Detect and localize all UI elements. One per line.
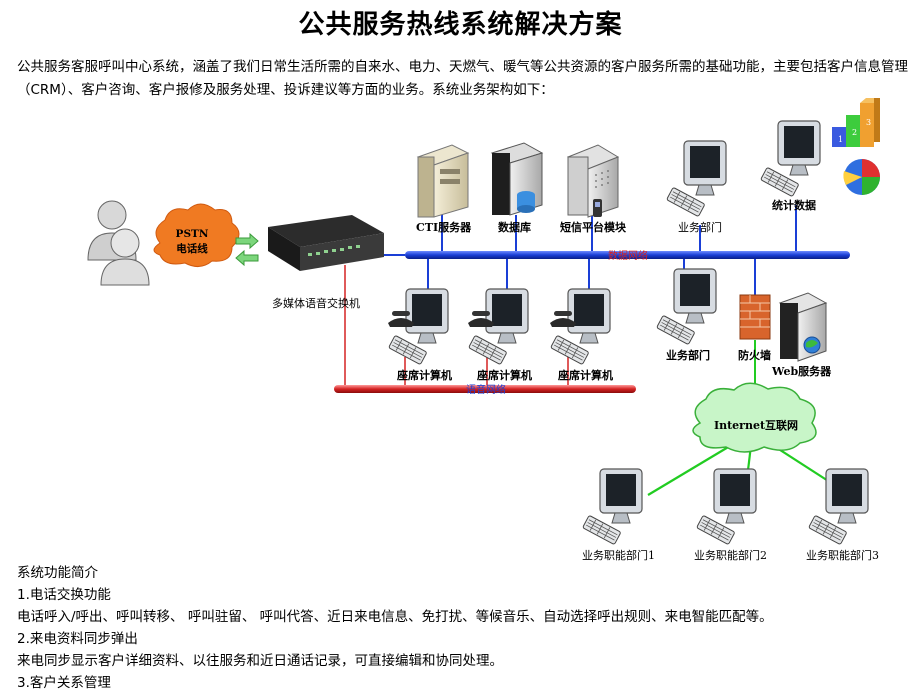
intro-paragraph: 公共服务客服呼叫中心系统，涵盖了我们日常生活所需的自来水、电力、天燃气、暖气等公…: [17, 59, 908, 98]
section-2-title: 2.来电资料同步弹出: [17, 631, 138, 647]
pstn-subtitle: 电话线: [176, 242, 208, 255]
architecture-diagram: 数据网络 语音网络: [0, 95, 921, 565]
section-1-text: 电话呼入/呼出、呼叫转移、 呼叫驻留、 呼叫代答、近日来电信息、免打扰、等候音乐…: [17, 609, 773, 625]
stats-pc-icon: [760, 120, 821, 198]
voice-switch-icon: [268, 215, 384, 271]
diagram-canvas: 数据网络 语音网络: [87, 98, 880, 546]
database-label: 数据库: [498, 221, 531, 234]
feature-sections: 系统功能简介 1.电话交换功能 电话呼入/呼出、呼叫转移、 呼叫驻留、 呼叫代答…: [17, 562, 917, 694]
stats-bar-chart-icon: 1 2 3: [832, 98, 880, 147]
voice-network-links: [344, 265, 569, 385]
cti-label: CTI服务器: [416, 221, 472, 234]
seat-2-label: 座席计算机: [477, 369, 532, 382]
exchange-arrows-icon: [235, 232, 259, 267]
database-server-icon: [490, 142, 544, 216]
web-server-icon: [778, 292, 828, 362]
page-title: 公共服务热线系统解决方案: [298, 10, 623, 40]
switch-label: 多媒体语音交换机: [272, 297, 360, 310]
section-3-title: 3.客户关系管理: [17, 675, 111, 691]
firewall-icon: [739, 294, 771, 340]
branch-3-label: 业务职能部门3: [806, 549, 879, 562]
stats-pie-icon: [843, 159, 880, 195]
sms-label: 短信平台模块: [560, 221, 626, 234]
dept-top-pc-icon: [666, 140, 727, 218]
voice-network-bus: [334, 385, 636, 393]
voice-network-label: 语音网络: [466, 383, 506, 396]
section-1-title: 1.电话交换功能: [17, 587, 111, 603]
dept-mid-pc-icon: [656, 268, 717, 346]
sms-server-icon: [566, 144, 620, 218]
branch-1-label: 业务职能部门1: [582, 549, 655, 562]
pstn-cloud: PSTN 电话线: [153, 203, 240, 267]
customers-icon: [87, 200, 150, 286]
firewall-label: 防火墙: [738, 349, 771, 362]
internet-label: Internet互联网: [714, 418, 798, 432]
dept-mid-label: 业务部门: [666, 349, 710, 362]
data-network-bus: [405, 251, 850, 259]
seat-3-label: 座席计算机: [558, 369, 613, 382]
bar-label-3: 3: [866, 118, 871, 127]
branch-2-label: 业务职能部门2: [694, 549, 767, 562]
branch-1-pc-icon: [582, 468, 643, 546]
pstn-title: PSTN: [176, 228, 209, 240]
sections-heading: 系统功能简介: [17, 565, 98, 581]
branch-2-pc-icon: [696, 468, 757, 546]
dept-top-label: 业务部门: [678, 221, 722, 234]
bar-label-2: 2: [852, 128, 857, 137]
data-network-label: 数据网络: [608, 249, 648, 262]
section-2-text: 来电同步显示客户详细资料、以往服务和近日通话记录，可直接编辑和协同处理。: [17, 653, 503, 669]
internet-cloud: Internet互联网: [692, 382, 817, 453]
cti-server-icon: [416, 144, 470, 218]
branch-3-pc-icon: [808, 468, 869, 546]
stats-label: 统计数据: [772, 199, 816, 212]
seat-1-label: 座席计算机: [397, 369, 452, 382]
bar-label-1: 1: [838, 135, 843, 144]
web-server-label: Web服务器: [772, 365, 832, 378]
